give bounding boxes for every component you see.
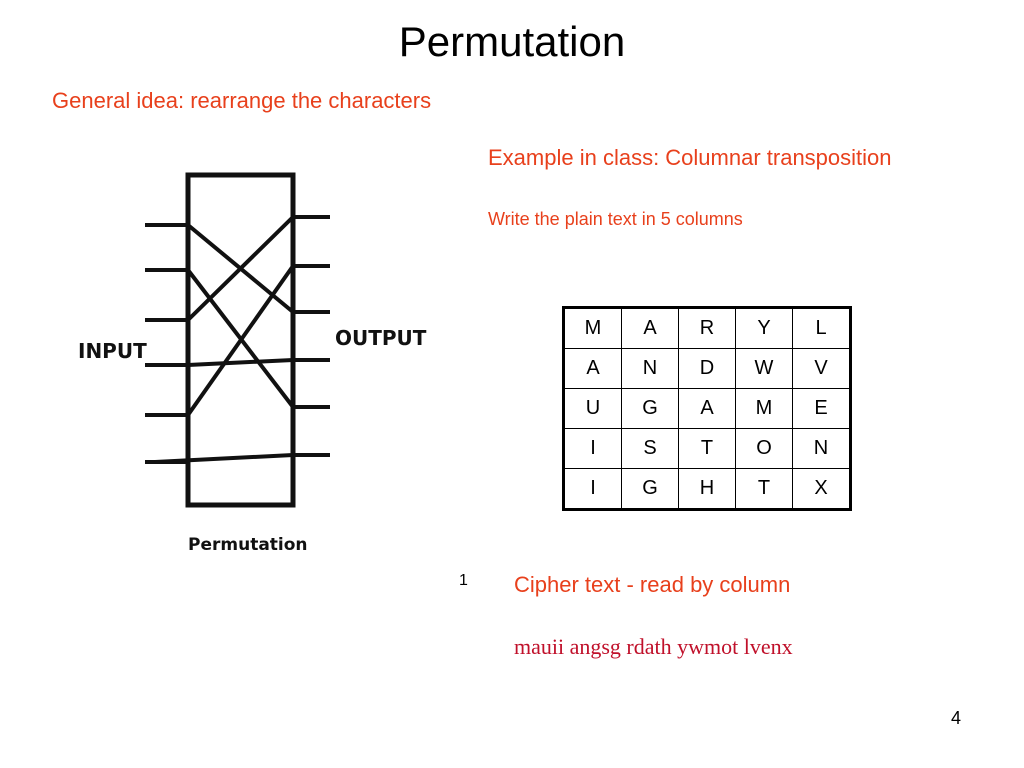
grid-cell: A — [621, 307, 679, 349]
grid-cell: N — [621, 348, 679, 389]
grid-cell: T — [678, 428, 736, 469]
cipher-text-value: mauii angsg rdath ywmot lvenx — [514, 634, 793, 659]
grid-cell: L — [792, 307, 851, 349]
crossing-line — [186, 264, 295, 417]
grid-cell: A — [563, 348, 622, 389]
grid-cell: O — [735, 428, 793, 469]
grid-cell: W — [735, 348, 793, 389]
permutation-label: Permutation — [188, 535, 308, 555]
permutation-box — [185, 172, 296, 508]
grid-cell: V — [792, 348, 851, 389]
crossing-line — [154, 453, 294, 464]
grid-cell: H — [678, 468, 736, 510]
instruction-text: Write the plain text in 5 columns — [488, 209, 743, 229]
grid-cell: S — [621, 428, 679, 469]
grid-cell: R — [678, 307, 736, 349]
footnote-marker: 1 — [459, 572, 468, 589]
grid-cell: G — [621, 468, 679, 510]
grid-cell: G — [621, 388, 679, 429]
general-idea-text: General idea: rearrange the characters — [52, 88, 432, 113]
grid-cell: U — [563, 388, 622, 429]
page-title: Permutation — [398, 18, 626, 65]
grid-cell: I — [563, 428, 622, 469]
grid-cell: M — [563, 307, 622, 349]
grid-cell: T — [735, 468, 793, 510]
permutation-diagram: INPUT OUTPUT Permutation — [78, 172, 427, 555]
cipher-text-label: Cipher text - read by column — [514, 572, 791, 597]
example-heading: Example in class: Columnar transposition — [488, 145, 892, 170]
grid-cell: X — [792, 468, 851, 510]
grid-cell: Y — [735, 307, 793, 349]
input-label: INPUT — [78, 339, 147, 363]
output-label: OUTPUT — [335, 326, 427, 350]
page-number: 4 — [951, 708, 962, 728]
grid-cell: N — [792, 428, 851, 469]
grid-cell: I — [563, 468, 622, 510]
grid-cell: A — [678, 388, 736, 429]
crossing-line — [186, 215, 295, 322]
grid-cell: E — [792, 388, 851, 429]
grid-cell: D — [678, 348, 736, 389]
grid-cell: M — [735, 388, 793, 429]
crossing-line — [187, 358, 294, 367]
